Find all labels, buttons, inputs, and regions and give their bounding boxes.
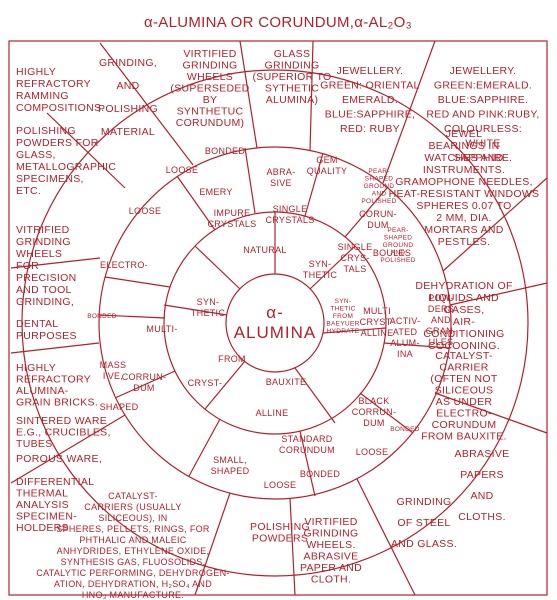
label-ring2-bonded3: BONDED	[300, 469, 341, 479]
spoke-line	[356, 478, 416, 596]
spoke-line	[98, 314, 166, 319]
label-ring2-boules: BOULES	[373, 248, 411, 258]
spoke-line	[188, 418, 221, 477]
spoke-line	[383, 342, 450, 349]
label-ring2-bonded4: BONDED	[390, 426, 420, 433]
spoke-line	[304, 152, 324, 217]
label-ring1-natural: NATURAL	[243, 245, 286, 255]
spoke-line	[442, 177, 548, 272]
label-ring2-loose2: LOOSE	[129, 206, 162, 216]
label-outer-o14c: POROUS WARE,	[16, 453, 102, 465]
spoke-line	[46, 112, 126, 189]
spoke-line	[382, 40, 436, 184]
label-ring2-emery: EMERY	[199, 187, 232, 197]
spoke-line	[114, 370, 176, 399]
center-alpha: α-	[266, 303, 284, 322]
spoke-line	[289, 497, 296, 596]
label-ring2-loose3: LOOSE	[264, 480, 297, 490]
spoke-line	[194, 492, 231, 596]
label-ring2-alline: ALLINE	[256, 408, 289, 418]
ring-middle	[98, 146, 452, 500]
spokes	[10, 40, 548, 596]
spoke-line	[322, 327, 387, 334]
spoke-line	[194, 245, 241, 290]
spoke-line	[309, 40, 314, 152]
label-ring1-bauxite: BAUXITE	[266, 377, 307, 387]
label-ring2-corundum-boules: CORUN-DUM	[359, 209, 397, 230]
spoke-line	[163, 304, 228, 316]
label-ring2-corrundum: CORRUN-DUM	[122, 372, 167, 393]
label-ring2-multi: MULTI-	[146, 324, 177, 334]
spoke-line	[239, 40, 258, 149]
label-ring2-small: SMALL,SHAPED	[211, 455, 250, 476]
label-ring2-bonded2: BONDED	[87, 313, 117, 320]
spoke-line	[10, 257, 101, 269]
label-ring1-synthetic2: SYN-THETIC	[303, 259, 337, 280]
label-ring2-electro: ELECTRO-	[100, 260, 148, 270]
spoke-line	[309, 245, 356, 290]
spoke-line	[344, 187, 388, 238]
title: α-ALUMINA OR CORUNDUM,α-AL₂O₃	[144, 14, 412, 31]
label-ring2-loose1: LOOSE	[166, 165, 199, 175]
spoke-line	[299, 430, 316, 497]
spoke-line	[176, 175, 216, 231]
center-alumina: ALUMINA	[234, 323, 317, 342]
spoke-line	[10, 414, 126, 484]
outer-frame	[8, 40, 548, 596]
spoke-line	[204, 360, 246, 410]
label-ring2-bonded1: BONDED	[205, 146, 246, 156]
spoke-line	[99, 42, 194, 166]
spoke-line	[434, 392, 548, 434]
label-ring2-abrasive: ABRA-SIVE	[266, 167, 295, 188]
label-ring2-cryst: CRYST-	[188, 378, 223, 388]
spoke-line	[244, 147, 256, 214]
spoke-line	[294, 367, 336, 424]
ring-outer	[21, 69, 529, 577]
label-outer-o6: JEWELLERY.GREEN:EMERALD.BLUE:SAPPHIRE.RE…	[426, 65, 539, 164]
spoke-line	[449, 282, 548, 306]
label-ring2-shaped: SHAPED	[100, 402, 139, 412]
label-ring2-loose4: LOOSE	[356, 447, 389, 457]
spoke-line	[104, 276, 171, 288]
label-ring1-from: FROM	[218, 354, 246, 364]
spoke-line	[10, 342, 100, 354]
label-ring1-synthetic: SYN-THETIC	[191, 297, 225, 318]
spoke-line	[359, 392, 414, 434]
